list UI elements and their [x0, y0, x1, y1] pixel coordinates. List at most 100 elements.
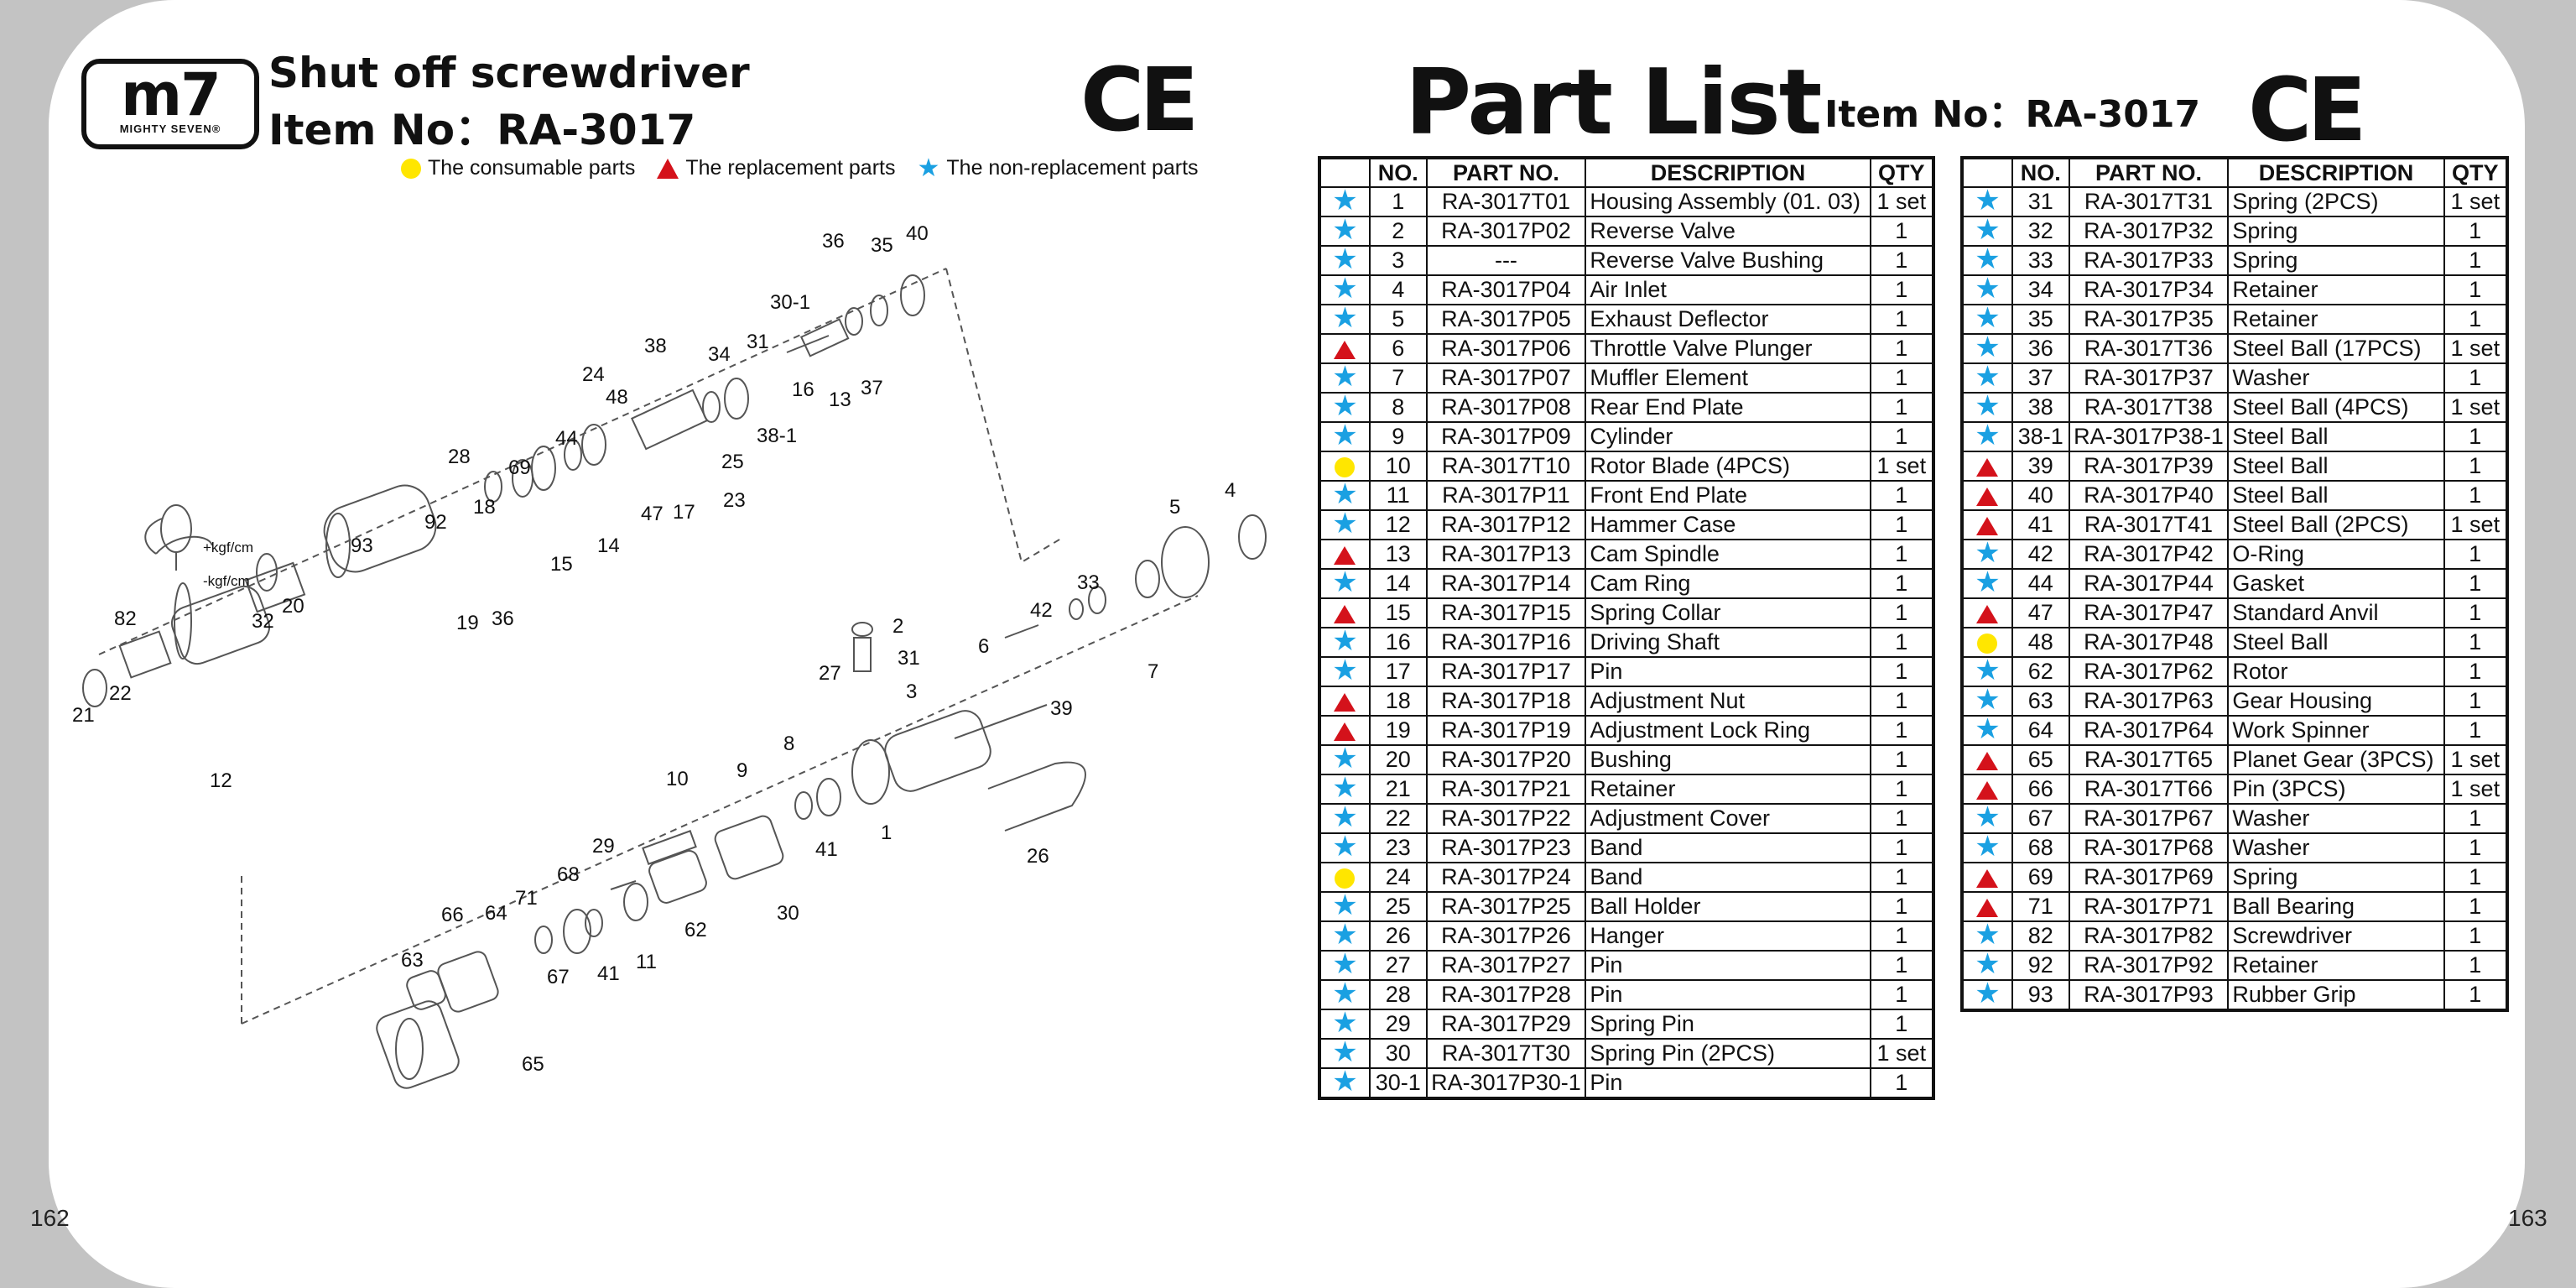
- part-number: RA-3017P71: [2068, 891, 2230, 922]
- blue-star-icon: ★: [1332, 420, 1358, 451]
- part-no-index: 30: [1368, 1038, 1428, 1069]
- blue-star-icon: ★: [1332, 390, 1358, 422]
- callout-label: 16: [792, 378, 814, 401]
- callout-label: 33: [1077, 571, 1100, 594]
- callout-label: 2: [892, 615, 903, 638]
- blue-star-icon: ★: [1975, 801, 2001, 833]
- callout-label: 92: [424, 511, 447, 534]
- part-number: RA-3017P07: [1425, 362, 1587, 394]
- part-qty: 1: [1869, 803, 1935, 834]
- part-number: RA-3017P69: [2068, 862, 2230, 893]
- part-number: RA-3017P33: [2068, 245, 2230, 276]
- red-triangle-icon: [1976, 751, 1999, 770]
- part-description: Spring: [2227, 862, 2445, 893]
- logo-text: m7: [121, 60, 221, 129]
- part-no-index: 68: [2011, 832, 2070, 863]
- red-triangle-icon: [1976, 457, 1999, 477]
- part-number: RA-3017P35: [2068, 304, 2230, 335]
- part-no-index: 28: [1368, 979, 1428, 1010]
- part-qty: 1: [2443, 627, 2509, 658]
- legend-label: The non-replacement parts: [946, 156, 1199, 180]
- red-triangle-icon: [1976, 604, 1999, 623]
- blue-star-icon: ★: [1332, 302, 1358, 334]
- part-qty: 1: [2443, 686, 2509, 717]
- part-no-index: 14: [1368, 568, 1428, 599]
- red-triangle-icon: [1976, 487, 1999, 506]
- part-number: RA-3017P17: [1425, 656, 1587, 687]
- callout-label: 30: [777, 902, 799, 925]
- part-type-cell: [1961, 597, 2013, 628]
- yellow-circle-icon: [1335, 868, 1356, 889]
- part-number: RA-3017P06: [1425, 333, 1587, 364]
- part-no-index: 21: [1368, 774, 1428, 805]
- part-type-cell: ★: [1319, 654, 1371, 687]
- part-type-cell: [1319, 333, 1371, 364]
- part-type-cell: ★: [1319, 302, 1371, 335]
- blue-star-icon: ★: [1332, 801, 1358, 833]
- part-no-index: 62: [2011, 656, 2070, 687]
- part-number: RA-3017P30-1: [1425, 1067, 1587, 1099]
- part-description: Throttle Valve Plunger: [1585, 333, 1871, 364]
- part-type-cell: ★: [1319, 1007, 1371, 1040]
- part-description: Exhaust Deflector: [1585, 304, 1871, 335]
- part-no-index: 64: [2011, 715, 2070, 746]
- part-number: RA-3017P12: [1425, 509, 1587, 540]
- blue-star-icon: ★: [1332, 654, 1358, 686]
- part-type-cell: ★: [1319, 950, 1371, 981]
- part-description: Spring Pin: [1585, 1009, 1871, 1040]
- part-list-title: Part List: [1405, 50, 1822, 155]
- part-description: Pin: [1585, 950, 1871, 981]
- part-qty: 1: [2443, 451, 2509, 482]
- header-no: NO.: [2011, 157, 2070, 188]
- part-qty: 1: [2443, 568, 2509, 599]
- blue-star-icon: ★: [1332, 1007, 1358, 1039]
- part-description: Pin: [1585, 1067, 1871, 1099]
- callout-label: 9: [736, 759, 747, 782]
- part-qty: 1: [2443, 216, 2509, 247]
- part-no-index: 31: [2011, 186, 2070, 217]
- part-description: Steel Ball: [2227, 627, 2445, 658]
- red-triangle-icon: [1334, 604, 1356, 623]
- legend-item-replacement: The replacement parts: [657, 156, 895, 180]
- part-no-index: 12: [1368, 509, 1428, 540]
- callout-label: 82: [114, 607, 137, 630]
- part-description: Work Spinner: [2227, 715, 2445, 746]
- part-description: Rotor Blade (4PCS): [1585, 451, 1871, 482]
- part-qty: 1: [1869, 333, 1935, 364]
- blue-star-icon: ★: [1332, 273, 1358, 305]
- part-qty: 1: [1869, 774, 1935, 805]
- part-type-cell: ★: [1961, 801, 2013, 834]
- blue-star-icon: ★: [1975, 273, 2001, 305]
- legend-item-non-replacement: ★ The non-replacement parts: [917, 155, 1199, 180]
- part-number: RA-3017P34: [2068, 274, 2230, 305]
- blue-star-icon: ★: [1332, 566, 1358, 598]
- blue-star-icon: ★: [1975, 684, 2001, 716]
- callout-label: 35: [871, 234, 893, 257]
- callout-label: 15: [550, 553, 573, 576]
- part-description: Retainer: [2227, 950, 2445, 981]
- callout-label: 64: [485, 902, 507, 925]
- part-number: RA-3017P11: [1425, 480, 1587, 511]
- part-no-index: 9: [1368, 421, 1428, 452]
- blue-star-icon: ★: [1975, 302, 2001, 334]
- callout-label: 31: [747, 331, 769, 353]
- part-qty: 1: [1869, 568, 1935, 599]
- callout-label: 21: [72, 704, 95, 727]
- part-type-cell: [1319, 686, 1371, 717]
- part-type-cell: [1961, 774, 2013, 805]
- part-qty: 1: [1869, 862, 1935, 893]
- part-description: Band: [1585, 862, 1871, 893]
- part-no-index: 69: [2011, 862, 2070, 893]
- part-description: Standard Anvil: [2227, 597, 2445, 628]
- part-number: RA-3017P37: [2068, 362, 2230, 394]
- part-no-index: 65: [2011, 744, 2070, 775]
